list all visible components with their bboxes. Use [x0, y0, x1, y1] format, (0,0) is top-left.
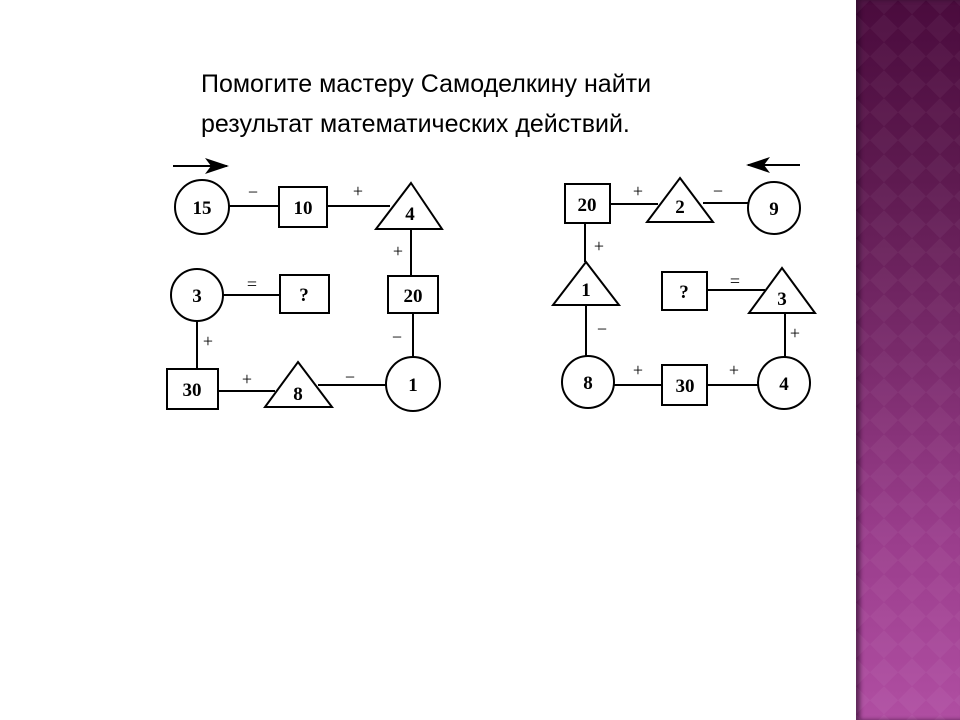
slide-title: Помогите мастеру Самоделкину найти резул…	[201, 64, 651, 144]
operator: −	[345, 367, 355, 387]
node-triangle	[263, 360, 335, 408]
title-line-2: результат математических действий.	[201, 110, 630, 138]
node-value: 3	[192, 286, 202, 307]
node-value: 30	[183, 380, 202, 401]
node-circle	[174, 179, 230, 235]
node-value: 1	[408, 375, 418, 396]
node-value: 8	[583, 373, 593, 394]
node-circle	[170, 268, 224, 322]
result-value: ?	[679, 282, 689, 303]
operator: +	[242, 369, 252, 389]
node-value: 4	[779, 374, 789, 395]
result-square	[279, 274, 330, 314]
node-value: 3	[777, 289, 787, 310]
node-circle	[757, 356, 811, 410]
operator: −	[713, 181, 723, 201]
puzzles-diagram: 15 10 4 20 1 8 30 3 ? − + + − − + + =	[166, 157, 817, 412]
decorative-sidebar	[856, 0, 960, 720]
node-value: 20	[404, 286, 423, 307]
node-value: 15	[193, 198, 212, 219]
operator: =	[247, 274, 257, 294]
node-square	[278, 186, 328, 228]
node-square	[661, 364, 708, 406]
operator: +	[633, 181, 643, 201]
operator: +	[729, 360, 739, 380]
left-puzzle: 15 10 4 20 1 8 30 3 ? − + + − − + + =	[166, 158, 444, 412]
operator: +	[790, 323, 800, 343]
node-square	[564, 183, 611, 224]
node-value: 8	[293, 384, 303, 405]
node-value: 10	[294, 198, 313, 219]
node-circle	[747, 181, 801, 235]
node-value: 4	[405, 204, 415, 225]
node-square	[166, 368, 219, 410]
node-square	[387, 275, 439, 314]
result-square	[661, 271, 708, 311]
node-value: 1	[581, 280, 591, 301]
operator: +	[594, 236, 604, 256]
node-value: 9	[769, 199, 779, 220]
node-triangle	[550, 260, 622, 306]
node-value: 2	[675, 197, 685, 218]
operator: +	[203, 331, 213, 351]
operator: −	[597, 319, 607, 339]
operator: −	[248, 182, 258, 202]
result-value: ?	[299, 285, 309, 306]
operator: =	[730, 271, 740, 291]
node-triangle	[747, 266, 817, 314]
node-value: 30	[676, 376, 695, 397]
node-circle	[561, 355, 615, 409]
node-circle	[385, 356, 441, 412]
operator: +	[353, 181, 363, 201]
operator: +	[633, 360, 643, 380]
title-line-1: Помогите мастеру Самоделкину найти	[201, 70, 652, 98]
right-puzzle: 20 2 9 1 8 30 4 3 ? − + + − + + + =	[550, 157, 817, 410]
node-triangle	[645, 176, 715, 223]
node-triangle	[373, 181, 444, 230]
operator: +	[393, 241, 403, 261]
operator: −	[392, 327, 402, 347]
node-value: 20	[578, 195, 597, 216]
